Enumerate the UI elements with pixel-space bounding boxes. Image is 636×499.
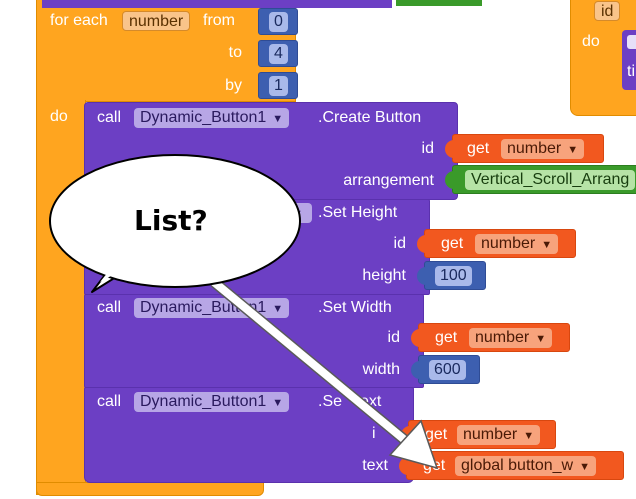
speech-bubble (49, 154, 301, 293)
component-dropdown[interactable]: Dynamic_Button1 ▼ (134, 108, 290, 128)
variable-dropdown[interactable]: number ▼ (469, 328, 553, 348)
dropdown-arrow-icon: ▼ (541, 239, 553, 251)
event-do-label: do (582, 33, 600, 50)
arg-label-id: id (421, 140, 434, 157)
by-label: by (225, 77, 242, 94)
pointer-arrow (210, 277, 439, 470)
arg-label-text: text (362, 457, 388, 474)
to-label: to (228, 44, 242, 61)
from-label: from (203, 12, 235, 29)
get-label: get (425, 426, 448, 443)
loop-variable-name: number (129, 13, 184, 30)
method-name: .Set Height (318, 204, 398, 221)
socket-plug (411, 329, 420, 347)
loop-variable-field[interactable]: number (122, 11, 191, 31)
component-reference-field[interactable]: Vertical_Scroll_Arrang (465, 170, 636, 190)
variable-name: number (475, 329, 530, 346)
socket-plug (445, 140, 454, 158)
arg-label-arrangement: arrangement (343, 172, 434, 189)
variable-dropdown[interactable]: global button_w ▼ (455, 456, 596, 476)
gear-icon[interactable] (627, 35, 636, 49)
call-label: call (97, 109, 122, 126)
call-label: call (97, 393, 122, 410)
by-number-field[interactable]: 1 (269, 76, 288, 96)
component-reference-name: Vertical_Scroll_Arrang (471, 171, 630, 188)
arg-label-id: id (387, 329, 400, 346)
method-name: .Create Button (318, 109, 422, 126)
variable-name: number (463, 426, 518, 443)
height-number-field[interactable]: 100 (435, 266, 472, 286)
for-each-loop-spine (36, 100, 86, 495)
dropdown-arrow-icon: ▼ (523, 430, 535, 442)
event-partial-text: ti (627, 63, 635, 80)
component-name: Dynamic_Button1 (140, 393, 267, 410)
get-number-block[interactable]: get number ▼ (417, 229, 576, 258)
for-each-label: for each (50, 12, 108, 29)
dropdown-arrow-icon: ▼ (535, 333, 547, 345)
get-number-block[interactable]: get number ▼ (411, 323, 570, 352)
from-number-field[interactable]: 0 (269, 12, 288, 32)
dropdown-arrow-icon: ▼ (272, 397, 284, 409)
variable-dropdown[interactable]: number ▼ (457, 425, 541, 445)
previous-block-green-bottom (396, 0, 482, 6)
height-number-block[interactable]: 100 (417, 261, 486, 290)
from-number-block[interactable]: 0 (258, 8, 298, 35)
socket-plug (411, 361, 420, 379)
width-number-field[interactable]: 600 (429, 360, 466, 380)
variable-dropdown[interactable]: number ▼ (501, 139, 585, 159)
do-label: do (50, 108, 68, 125)
arg-label-width: width (362, 361, 400, 378)
speech-bubble-text: List? (134, 204, 208, 237)
variable-name: global button_w (461, 457, 574, 474)
get-label: get (435, 329, 458, 346)
variable-dropdown[interactable]: number ▼ (475, 234, 559, 254)
dropdown-arrow-icon: ▼ (272, 303, 284, 315)
component-dropdown[interactable]: Dynamic_Button1 ▼ (134, 392, 290, 412)
dropdown-arrow-icon: ▼ (567, 144, 579, 156)
variable-name: number (507, 140, 562, 157)
to-number-block[interactable]: 4 (258, 40, 298, 67)
component-name: Dynamic_Button1 (140, 109, 267, 126)
component-reference-block[interactable]: Vertical_Scroll_Arrang (445, 165, 636, 194)
by-number-block[interactable]: 1 (258, 72, 298, 99)
event-param-field[interactable]: id (594, 1, 621, 21)
get-global-button-block[interactable]: get global button_w▼ (399, 451, 624, 480)
arg-label-id: id (393, 235, 406, 252)
previous-block-bottom (42, 0, 392, 8)
get-number-block[interactable]: get number ▼ (401, 420, 556, 449)
arg-label-height: height (362, 267, 406, 284)
method-name: .Set Width (318, 299, 392, 316)
variable-name: number (481, 235, 536, 252)
socket-plug (417, 235, 426, 253)
socket-plug (417, 267, 426, 285)
get-number-block[interactable]: get number ▼ (445, 134, 604, 163)
event-param-name: id (601, 3, 614, 20)
get-label: get (441, 235, 464, 252)
socket-plug (399, 457, 408, 475)
width-number-block[interactable]: 600 (411, 355, 480, 384)
get-label: get (467, 140, 490, 157)
socket-plug (445, 171, 454, 189)
dropdown-arrow-icon: ▼ (579, 461, 590, 473)
method-name-partial: .Se (318, 393, 343, 410)
dropdown-arrow-icon: ▼ (272, 113, 284, 125)
to-number-field[interactable]: 4 (269, 44, 288, 64)
arg-label-id-partial: i (372, 425, 376, 442)
call-label: call (97, 299, 122, 316)
